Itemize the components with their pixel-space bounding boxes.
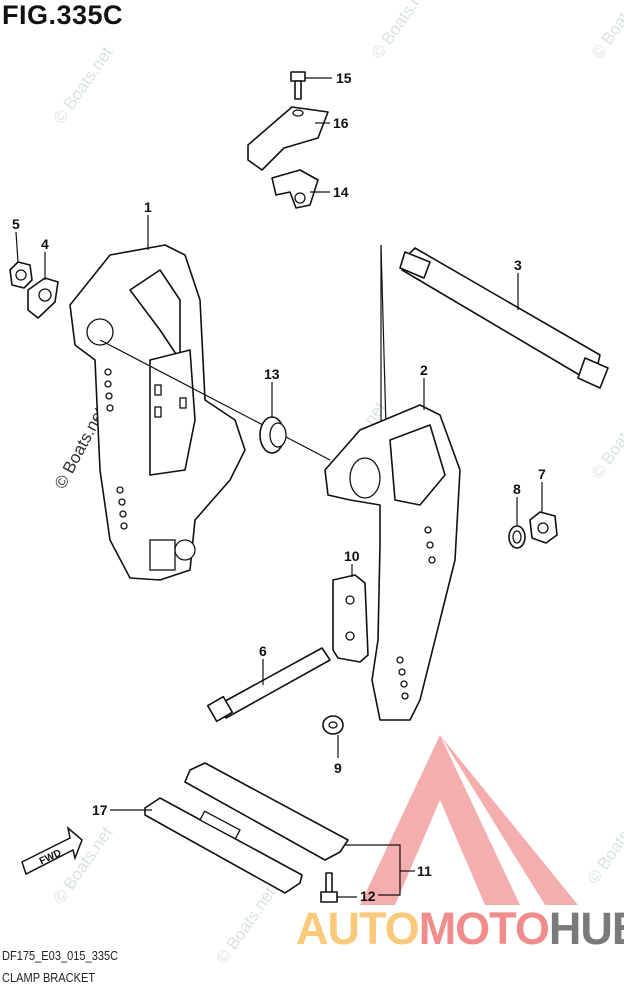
part-6-bolt bbox=[206, 647, 331, 723]
watermark: © Boats.net bbox=[50, 43, 117, 127]
part-5-nut bbox=[9, 261, 33, 289]
part-15-bolt bbox=[290, 71, 306, 100]
part-2-clamp-bracket-right bbox=[324, 404, 461, 721]
logo-part-moto: MOTO bbox=[418, 903, 550, 954]
callout-15: 15 bbox=[336, 70, 352, 86]
part-8-washer bbox=[508, 525, 526, 549]
part-14-plate bbox=[271, 169, 319, 209]
fwd-label: FWD bbox=[38, 848, 63, 868]
callout-10: 10 bbox=[344, 548, 360, 564]
figure-title: FIG.335C bbox=[2, 0, 124, 30]
logo-part-auto: AUTO bbox=[296, 903, 420, 954]
automotohub-logo: AUTOMOTOHUB bbox=[296, 906, 624, 951]
figure-code: DF175_E03_015_335C bbox=[2, 948, 119, 963]
callout-12: 12 bbox=[360, 888, 376, 904]
callout-1: 1 bbox=[144, 199, 152, 215]
callout-16: 16 bbox=[333, 115, 349, 131]
callouts: 15 16 14 1 5 4 3 13 2 7 8 10 6 9 17 11 1… bbox=[12, 70, 546, 904]
part-12-bolt bbox=[320, 872, 338, 903]
watermark: © Boats.net bbox=[50, 823, 117, 907]
callout-14: 14 bbox=[333, 184, 349, 200]
part-9-washer bbox=[322, 715, 344, 735]
callout-7: 7 bbox=[538, 466, 546, 482]
callout-6: 6 bbox=[259, 643, 267, 659]
watermark: © Boats.net bbox=[588, 398, 624, 482]
figure-name: CLAMP BRACKET bbox=[2, 970, 96, 985]
callout-5: 5 bbox=[12, 216, 20, 232]
watermark: © Boats.net bbox=[368, 0, 435, 62]
part-1-clamp-bracket-left bbox=[69, 244, 246, 581]
callout-13: 13 bbox=[264, 366, 280, 382]
callout-9: 9 bbox=[334, 760, 342, 776]
callout-17: 17 bbox=[92, 802, 108, 818]
callout-3: 3 bbox=[514, 257, 522, 273]
watermark: © Boats.net bbox=[213, 883, 280, 967]
logo-triangle bbox=[360, 735, 578, 905]
part-10-plate bbox=[332, 574, 369, 663]
part-3-shaft bbox=[399, 247, 609, 389]
callout-8: 8 bbox=[513, 481, 521, 497]
part-7-nut bbox=[529, 511, 558, 544]
part-4-washer bbox=[27, 277, 59, 319]
callout-2: 2 bbox=[420, 362, 428, 378]
leader-lines bbox=[15, 77, 543, 898]
part-16-cover bbox=[247, 106, 329, 171]
part-17-spacers bbox=[144, 762, 349, 894]
part-13-bushing bbox=[259, 416, 287, 454]
callout-11: 11 bbox=[417, 863, 432, 879]
logo-part-hub: HUB bbox=[548, 903, 624, 954]
callout-4: 4 bbox=[41, 236, 49, 252]
watermark: © Boats.net bbox=[584, 803, 624, 887]
watermark: © Boats.net bbox=[588, 0, 624, 62]
